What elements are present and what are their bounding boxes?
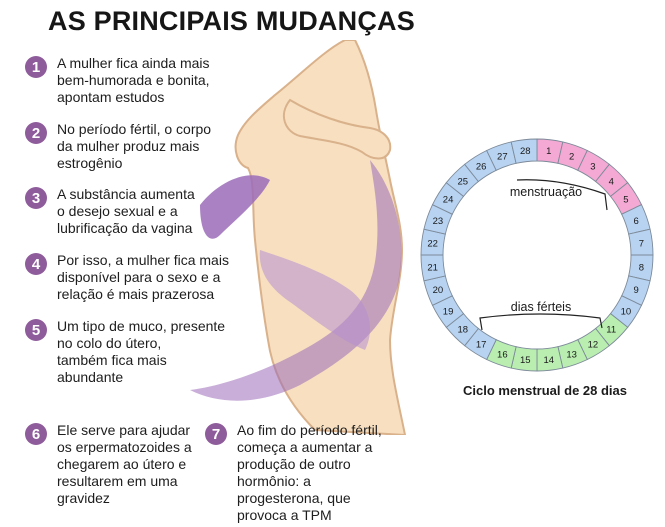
step-3: 3 A substância aumenta o desejo sexual e… — [25, 186, 195, 237]
cycle-day-label: 9 — [633, 285, 638, 296]
step-text: No período fértil, o corpo da mulher pro… — [57, 121, 212, 171]
cycle-day-label: 27 — [497, 151, 508, 162]
cycle-day-label: 6 — [633, 216, 638, 227]
cycle-day-label: 2 — [569, 151, 574, 162]
cycle-day-label: 22 — [427, 239, 438, 250]
cycle-day-label: 23 — [433, 216, 444, 227]
step-number-badge: 5 — [25, 319, 47, 341]
cycle-day-label: 3 — [590, 162, 595, 173]
step-7: 7 Ao fim do período fértil, começa a aum… — [205, 422, 382, 524]
step-number-badge: 1 — [25, 56, 47, 78]
step-text: A substância aumenta o desejo sexual e a… — [57, 186, 195, 236]
step-2: 2 No período fértil, o corpo da mulher p… — [25, 121, 211, 172]
cycle-day-label: 8 — [639, 262, 644, 273]
cycle-day-label: 15 — [520, 355, 531, 366]
fertile-days-label: dias férteis — [511, 300, 571, 314]
step-4: 4 Por isso, a mulher fica mais disponíve… — [25, 252, 229, 303]
cycle-day-label: 4 — [609, 176, 614, 187]
page-title: AS PRINCIPAIS MUDANÇAS — [48, 6, 415, 36]
step-text: A mulher fica ainda mais bem-humorada e … — [57, 55, 210, 105]
cycle-day-label: 24 — [443, 195, 454, 206]
cycle-day-label: 28 — [520, 146, 531, 157]
step-text: Ele serve para ajudar os erpermatozoides… — [57, 422, 192, 506]
cloth-drape — [200, 175, 270, 239]
menstruation-label: menstruação — [510, 185, 582, 199]
cycle-day-label: 16 — [497, 350, 508, 361]
cycle-day-label: 11 — [606, 325, 616, 336]
cycle-day-label: 19 — [443, 306, 454, 317]
step-number-badge: 3 — [25, 187, 47, 209]
step-6: 6 Ele serve para ajudar os erpermatozoid… — [25, 422, 192, 507]
cycle-day-label: 5 — [623, 195, 628, 206]
cycle-day-label: 20 — [433, 285, 444, 296]
cycle-day-label: 12 — [588, 339, 599, 350]
cycle-day-label: 7 — [639, 239, 644, 250]
woman-figure-illustration — [190, 40, 407, 435]
step-number-badge: 7 — [205, 423, 227, 445]
step-text: Por isso, a mulher fica mais disponível … — [57, 252, 229, 302]
step-5: 5 Um tipo de muco, presente no colo do ú… — [25, 318, 225, 386]
step-text: Um tipo de muco, presente no colo do úte… — [57, 318, 226, 385]
cycle-day-label: 26 — [476, 162, 487, 173]
arm-shape — [282, 98, 392, 160]
cycle-day-label: 25 — [457, 176, 468, 187]
cycle-caption: Ciclo menstrual de 28 dias — [462, 383, 627, 398]
cycle-day-label: 10 — [621, 306, 632, 317]
menstruation-bracket — [516, 179, 608, 211]
fertile-bracket — [479, 313, 603, 331]
step-text: Ao fim do período fértil, começa a aumen… — [237, 422, 382, 523]
cycle-day-cell — [510, 138, 538, 164]
step-number-badge: 4 — [25, 253, 47, 275]
step-1: 1 A mulher fica ainda mais bem-humorada … — [25, 55, 210, 106]
cloth-drape-front — [259, 250, 370, 350]
cycle-day-label: 1 — [546, 146, 551, 157]
cycle-day-label: 18 — [457, 325, 468, 336]
step-number-badge: 6 — [25, 423, 47, 445]
cycle-day-label: 13 — [566, 350, 577, 361]
step-number-badge: 2 — [25, 122, 47, 144]
cycle-day-label: 17 — [476, 339, 487, 350]
cycle-day-label: 14 — [543, 355, 554, 366]
cycle-day-label: 21 — [427, 262, 438, 273]
